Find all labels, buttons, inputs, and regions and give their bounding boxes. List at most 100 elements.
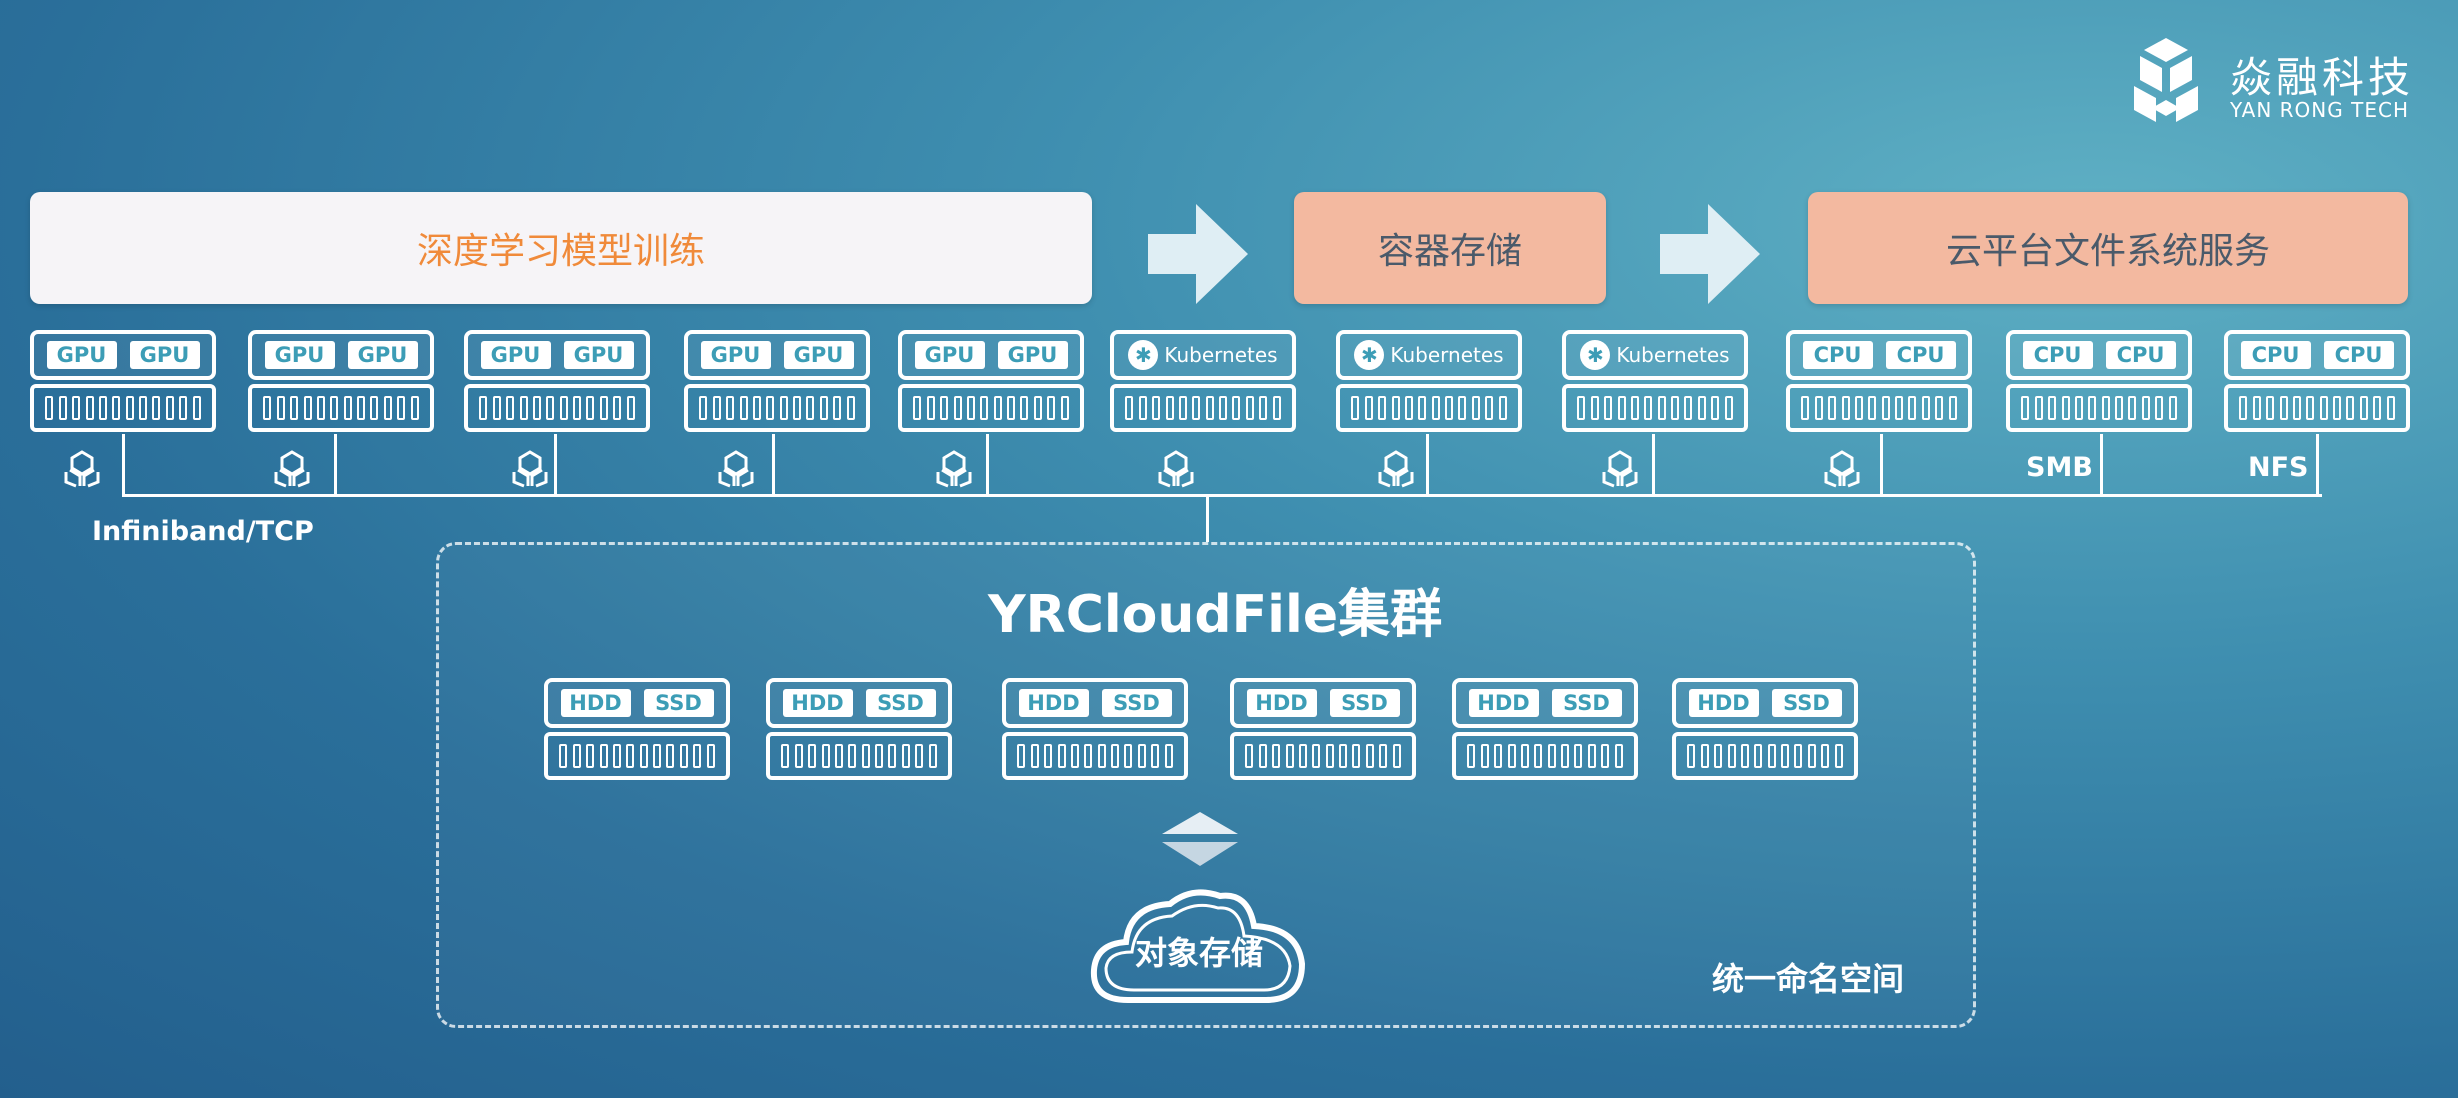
drive-slot xyxy=(586,396,595,420)
hardware-chip-label: CPU xyxy=(2105,341,2176,369)
network-drop-line xyxy=(772,434,775,496)
drive-slot xyxy=(781,744,790,768)
drive-slot xyxy=(1507,744,1516,768)
drive-slot xyxy=(316,396,325,420)
drive-slot xyxy=(1767,744,1776,768)
drive-slot xyxy=(833,396,842,420)
drive-slot xyxy=(1219,396,1227,420)
drive-slot xyxy=(1895,396,1903,420)
drive-slot xyxy=(519,396,528,420)
drive-slot xyxy=(1151,744,1160,768)
drive-slot xyxy=(1124,744,1133,768)
drive-slot xyxy=(1727,744,1736,768)
object-storage-label: 对象存储 xyxy=(1134,934,1263,972)
compute-server: Kubernetes xyxy=(1562,330,1748,434)
drive-slot xyxy=(1494,744,1503,768)
logo-name-cn: 焱融科技 xyxy=(2230,53,2415,102)
hardware-chip-label: SSD xyxy=(1551,689,1622,717)
drive-slot xyxy=(666,744,675,768)
drive-slot xyxy=(1137,744,1146,768)
drive-slot xyxy=(343,396,352,420)
drive-bay-panel xyxy=(544,732,730,780)
drive-slot xyxy=(2386,396,2395,420)
drive-slot xyxy=(1485,396,1494,420)
drive-slot xyxy=(1392,744,1401,768)
drive-slot xyxy=(1467,744,1476,768)
node-connector-icon xyxy=(936,450,972,488)
drive-slot xyxy=(72,396,81,420)
hardware-chip-label: GPU xyxy=(997,341,1068,369)
drive-slot xyxy=(1245,396,1254,420)
drive-slot xyxy=(2048,396,2057,420)
drive-slot xyxy=(532,396,541,420)
hardware-chip-label: GPU xyxy=(783,341,854,369)
hardware-chip-label: GPU xyxy=(480,341,551,369)
drive-slot xyxy=(2115,396,2123,420)
drive-slot xyxy=(1561,744,1569,768)
logo-cube-icon xyxy=(2134,38,2198,122)
drive-slot xyxy=(397,396,406,420)
drive-slot xyxy=(1030,744,1039,768)
drive-slot xyxy=(1807,744,1816,768)
network-drop-line xyxy=(554,434,557,496)
drive-slot xyxy=(1245,744,1254,768)
drive-slot xyxy=(2168,396,2177,420)
hardware-chip-label: GPU xyxy=(914,341,985,369)
compute-server: GPU GPU xyxy=(898,330,1084,434)
drive-slot xyxy=(45,396,54,420)
drive-slot xyxy=(1740,744,1749,768)
drive-slot xyxy=(2252,396,2261,420)
drive-slot xyxy=(1711,396,1720,420)
drive-slot xyxy=(1084,744,1093,768)
drive-slot xyxy=(506,396,515,420)
drive-slot xyxy=(1312,744,1321,768)
drive-slot xyxy=(699,396,708,420)
unified-namespace-label: 统一命名空间 xyxy=(1712,960,1905,998)
drive-slot xyxy=(915,744,924,768)
drive-slot xyxy=(1205,396,1214,420)
compute-server: Kubernetes xyxy=(1110,330,1296,434)
drive-slot xyxy=(1684,396,1693,420)
drive-slot xyxy=(572,744,581,768)
drive-slot xyxy=(1520,744,1529,768)
drive-slot xyxy=(993,396,1002,420)
drive-bay-panel xyxy=(1562,384,1748,432)
node-connector-icon xyxy=(1158,450,1194,488)
drive-slot xyxy=(586,744,595,768)
drive-slot xyxy=(165,396,174,420)
drive-slot xyxy=(1017,744,1026,768)
drive-slot xyxy=(1111,744,1119,768)
network-drop-line xyxy=(1426,434,1429,496)
hardware-chip-label: GPU xyxy=(46,341,117,369)
cluster-link-line xyxy=(1206,494,1209,542)
drive-slot xyxy=(2292,396,2301,420)
kubernetes-label: Kubernetes xyxy=(1164,343,1278,367)
drive-slot xyxy=(1671,396,1679,420)
drive-slot xyxy=(726,396,735,420)
drive-slot xyxy=(1007,396,1015,420)
drive-slot xyxy=(1285,744,1294,768)
drive-slot xyxy=(1351,396,1360,420)
drive-bay-panel xyxy=(766,732,952,780)
drive-slot xyxy=(1057,744,1066,768)
drive-slot xyxy=(125,396,134,420)
drive-slot xyxy=(766,396,775,420)
drive-slot xyxy=(846,396,855,420)
drive-slot xyxy=(1714,744,1723,768)
drive-bay-panel xyxy=(1672,732,1858,780)
drive-slot xyxy=(1165,396,1174,420)
drive-bay-panel xyxy=(898,384,1084,432)
drive-bay-panel xyxy=(1452,732,1638,780)
network-drop-line xyxy=(1880,434,1883,496)
drive-slot xyxy=(2239,396,2248,420)
drive-slot xyxy=(559,744,568,768)
drive-slot xyxy=(712,396,721,420)
